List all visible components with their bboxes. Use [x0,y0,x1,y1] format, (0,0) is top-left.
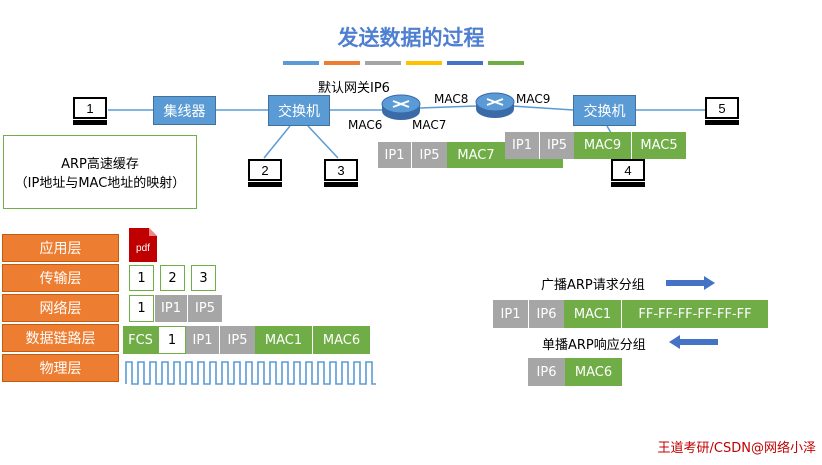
footer-credit: 王道考研/CSDN@网络小泽 [657,441,816,456]
host-label: 5 [718,101,725,116]
router-2-icon[interactable] [474,90,516,120]
arp-cache-title: ARP高速缓存 [61,157,139,172]
page-title: 发送数据的过程 [337,26,485,50]
arp-cache-subtitle: （IP地址与MAC地址的映射） [14,176,186,191]
frame-data: 1 [158,326,186,354]
title-stripe [283,61,319,65]
host-label: 2 [261,163,268,178]
arp-request-label: 广播ARP请求分组 [541,278,645,293]
frame-ip1: IP1 [186,326,220,354]
frame-r1-mac7: MAC7 [447,142,505,168]
title-stripe [447,61,483,65]
arp-req-ip6: IP6 [529,300,564,328]
mac8-label: MAC8 [434,92,469,106]
gateway-label: 默认网关IP6 [318,81,390,96]
physical-signal-waveform [125,361,376,385]
packet-ip5: IP5 [188,295,222,322]
frame-r1-ip1: IP1 [378,142,412,168]
title-stripe [488,61,524,65]
title-stripe [324,61,360,65]
pdf-file-icon: pdf [129,228,157,262]
host-3-computer-icon[interactable]: 3 [323,158,361,190]
frame-ip5: IP5 [220,326,255,354]
layer-physical: 物理层 [2,354,119,382]
frame-r2-ip5: IP5 [540,132,574,159]
frame-mac6: MAC6 [313,326,370,354]
router-1-icon[interactable] [380,92,422,122]
arp-reply-ip6: IP6 [528,358,565,386]
host-2-computer-icon[interactable]: 2 [247,158,285,190]
frame-r2-mac5: MAC5 [632,132,686,159]
left-arrow-icon [669,335,718,349]
frame-r2-ip1: IP1 [505,132,540,159]
mac9-label: MAC9 [516,92,551,106]
host-label: 3 [337,163,344,178]
packet-data: 1 [129,295,154,322]
frame-r2-mac9: MAC9 [574,132,632,159]
segment-3: 3 [191,265,216,291]
segment-1: 1 [129,265,154,291]
segment-2: 2 [160,265,185,291]
title-stripe [406,61,442,65]
layer-network: 网络层 [2,294,119,322]
frame-fcs: FCS [123,326,158,354]
arp-req-broadcast-mac: FF-FF-FF-FF-FF-FF [622,300,768,328]
title-stripe [365,61,401,65]
switch-2-box[interactable]: 交换机 [573,95,636,126]
layer-datalink: 数据链路层 [2,324,119,352]
switch-1-box[interactable]: 交换机 [268,95,330,126]
host-1-computer-icon[interactable]: 1 [72,96,110,128]
mac7-label: MAC7 [412,118,447,132]
frame-mac1: MAC1 [255,326,313,354]
arp-req-mac1: MAC1 [564,300,622,328]
host-label: 4 [624,163,631,178]
arp-reply-label: 单播ARP响应分组 [542,338,646,353]
host-4-computer-icon[interactable]: 4 [610,158,648,190]
packet-ip1: IP1 [155,295,188,322]
mac6-label: MAC6 [348,118,383,132]
host-5-computer-icon[interactable]: 5 [704,96,742,128]
frame-r1-ip5: IP5 [412,142,447,168]
arp-reply-mac6: MAC6 [565,358,622,386]
host-label: 1 [86,101,93,116]
arp-req-ip1: IP1 [493,300,529,328]
arp-cache-box: ARP高速缓存 （IP地址与MAC地址的映射） [3,135,197,209]
hub-box[interactable]: 集线器 [153,96,216,125]
layer-transport: 传输层 [2,264,119,292]
right-arrow-icon [666,276,715,290]
layer-application: 应用层 [2,234,119,262]
pdf-label: pdf [136,243,150,254]
